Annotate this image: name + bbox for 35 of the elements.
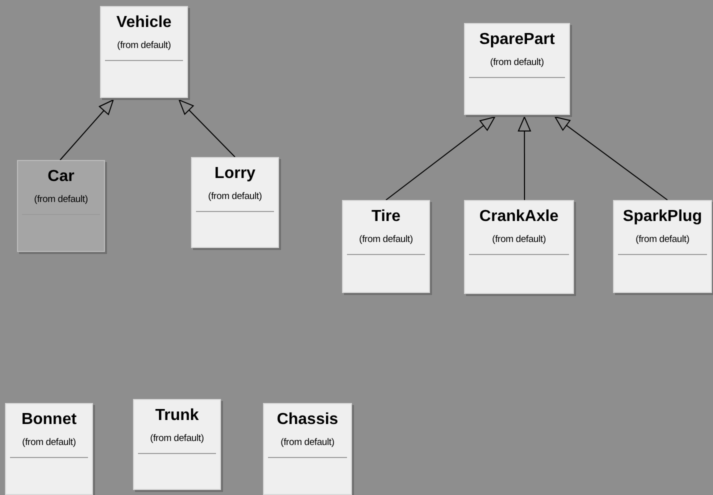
class-box <box>464 23 570 115</box>
package-note: (from default) <box>490 57 544 69</box>
package-note: (from default) <box>117 40 171 52</box>
class-box <box>342 200 430 293</box>
generalization-arrow <box>386 116 496 200</box>
class-name: SparePart <box>479 31 555 49</box>
class-box <box>17 160 105 252</box>
generalization-arrow <box>60 100 114 160</box>
package-note: (from default) <box>208 191 262 203</box>
class-name: Tire <box>371 208 401 226</box>
class-name: Trunk <box>155 407 199 425</box>
class-box <box>191 157 279 248</box>
package-note: (from default) <box>636 234 690 246</box>
generalization-arrow <box>178 100 236 158</box>
package-note: (from default) <box>22 437 76 449</box>
class-box <box>100 6 188 98</box>
class-box <box>5 403 93 495</box>
class-name: Car <box>48 168 74 186</box>
class-box <box>263 403 352 495</box>
class-box <box>613 200 712 293</box>
class-name: Chassis <box>276 411 338 429</box>
generalization-arrow <box>554 116 668 200</box>
class-box <box>464 200 574 294</box>
generalization-arrow <box>518 116 531 200</box>
class-box <box>133 399 221 490</box>
package-note: (from default) <box>34 194 88 206</box>
class-name: CrankAxle <box>479 208 559 226</box>
package-note: (from default) <box>150 433 204 445</box>
class-name: Lorry <box>214 165 256 183</box>
package-note: (from default) <box>492 234 546 246</box>
package-note: (from default) <box>280 437 334 449</box>
class-name: Vehicle <box>116 14 172 32</box>
class-name: Bonnet <box>21 411 77 429</box>
package-note: (from default) <box>359 234 413 246</box>
class-name: SparkPlug <box>622 208 702 226</box>
